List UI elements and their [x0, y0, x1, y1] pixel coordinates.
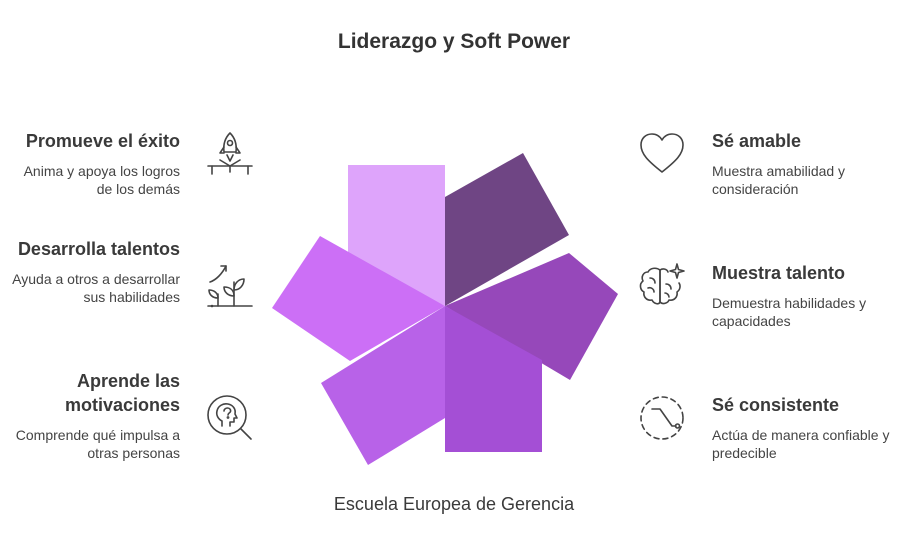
- item-heading: Sé amable: [712, 131, 802, 151]
- brain-sparkle-icon: [636, 260, 688, 312]
- segment-left: [272, 236, 445, 361]
- head-search-icon: [204, 392, 256, 444]
- six-segment-diagram: [272, 153, 618, 465]
- diagram-title: Liderazgo y Soft Power: [337, 30, 571, 53]
- item-description: Actúa de manera confiable y predecible: [712, 427, 890, 461]
- item-heading: Muestra talento: [712, 263, 846, 283]
- item-promueve-exito: Promueve el éxito Anima y apoya los logr…: [10, 129, 180, 198]
- item-description: Comprende qué impulsa a otras personas: [15, 427, 180, 461]
- item-description: Demuestra habilidades y capacidades: [712, 295, 867, 329]
- item-description: Muestra amabilidad y consideración: [712, 163, 846, 197]
- footer-caption: Escuela Europea de Gerencia: [333, 494, 575, 514]
- item-description: Anima y apoya los logros de los demás: [23, 163, 180, 197]
- item-heading: Promueve el éxito: [25, 131, 180, 151]
- item-muestra-talento: Muestra talento Demuestra habilidades y …: [712, 261, 892, 330]
- growth-plant-icon: [204, 260, 256, 312]
- item-heading: Aprende las motivaciones: [64, 371, 180, 415]
- segment-top-left: [348, 165, 445, 306]
- item-heading: Desarrolla talentos: [17, 239, 180, 259]
- item-aprende-motivaciones: Aprende las motivaciones Comprende qué i…: [10, 369, 180, 462]
- segment-top-right: [445, 153, 569, 306]
- item-se-consistente: Sé consistente Actúa de manera confiable…: [712, 393, 892, 462]
- item-description: Ayuda a otros a desarrollar sus habilida…: [12, 271, 180, 305]
- segment-right: [445, 253, 618, 380]
- item-se-amable: Sé amable Muestra amabilidad y considera…: [712, 129, 892, 198]
- segment-bottom-left: [321, 306, 445, 465]
- item-desarrolla-talentos: Desarrolla talentos Ayuda a otros a desa…: [10, 237, 180, 306]
- item-heading: Sé consistente: [712, 395, 840, 415]
- segment-bottom-right: [445, 306, 542, 452]
- rocket-icon: [204, 128, 256, 180]
- heart-icon: [636, 128, 688, 180]
- dashed-circle-path-icon: [636, 392, 688, 444]
